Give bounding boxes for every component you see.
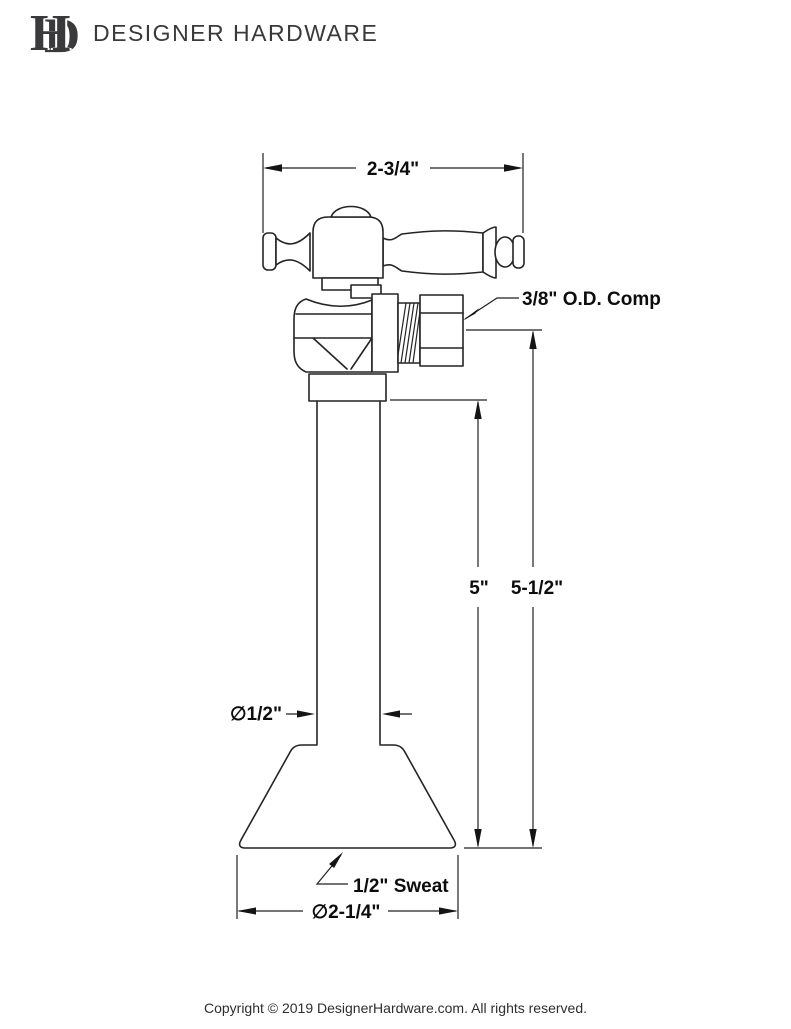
dimension-lines-handle-width <box>262 153 524 233</box>
dimension-lines-5in <box>390 399 487 846</box>
label-handle-width: 2-3/4" <box>367 159 419 180</box>
leader-arrowhead-icon <box>462 308 479 321</box>
label-overall-height: 5-1/2" <box>511 578 563 599</box>
leader-line-outlet <box>464 297 519 320</box>
compression-nut-facets <box>419 312 464 349</box>
label-height-to-shoulder: 5" <box>469 578 489 599</box>
thread-hatching <box>397 302 421 364</box>
dimension-handle-width: 2-3/4" <box>262 153 524 233</box>
arrowhead-left-icon <box>237 907 256 915</box>
dimension-lines-5-5in <box>464 329 542 849</box>
arrowhead-left-icon <box>382 710 400 718</box>
outlet-flange <box>371 293 399 373</box>
arrowhead-up-icon <box>529 330 537 349</box>
floor-flange <box>238 744 457 849</box>
label-outlet-type: 3/8" O.D. Comp <box>522 289 661 310</box>
dimension-overall-height: 5-1/2" <box>464 329 563 849</box>
compression-nut <box>419 294 464 367</box>
pipe-walls <box>316 400 381 745</box>
label-pipe-diameter: ∅1/2" <box>230 704 282 725</box>
dimension-pipe-diameter: ∅1/2" <box>230 704 412 725</box>
valve-handle <box>262 205 525 279</box>
monogram-letter-h: H <box>30 5 71 62</box>
dimension-height-to-shoulder: 5" <box>390 399 489 848</box>
brand-name: DESIGNER HARDWARE <box>93 20 379 46</box>
page-header: D H DESIGNER HARDWARE <box>0 0 791 70</box>
handle-right-ridge <box>482 226 497 279</box>
handle-hub <box>312 216 384 279</box>
valve-body-detail-lines <box>293 313 373 370</box>
callout-inlet: 1/2" Sweat <box>315 852 449 897</box>
valve-body-outline <box>293 298 373 373</box>
arrowhead-down-icon <box>529 829 537 848</box>
leader-arrowhead-icon <box>329 852 343 868</box>
copyright-notice: Copyright © 2019 DesignerHardware.com. A… <box>203 1000 588 1016</box>
handle-right-end-disc <box>512 235 525 269</box>
label-inlet-type: 1/2" Sweat <box>353 876 449 897</box>
callout-outlet: 3/8" O.D. Comp <box>462 289 661 321</box>
body-lower-band <box>308 373 387 402</box>
handle-right-arm <box>382 230 484 275</box>
arrowhead-down-icon <box>474 829 482 848</box>
dimension-flange-diameter: ∅2-1/4" <box>236 855 459 923</box>
handle-left-end-disc <box>262 232 277 271</box>
arrowhead-right-icon <box>297 710 315 718</box>
label-flange-diameter: ∅2-1/4" <box>312 902 381 923</box>
handle-left-neck <box>275 232 311 272</box>
supply-pipe <box>316 400 381 745</box>
flange-outline <box>238 744 457 849</box>
monogram-letter-d: D <box>44 7 81 63</box>
arrowhead-right-icon <box>439 907 458 915</box>
handle-top-dome <box>330 205 372 218</box>
dimension-lines-flange-diameter <box>236 855 459 919</box>
valve-body <box>293 293 464 402</box>
brand-logo-monogram: D H <box>28 8 94 62</box>
arrowhead-up-icon <box>474 400 482 419</box>
arrowhead-right-icon <box>504 164 523 172</box>
leader-line-inlet <box>315 854 348 885</box>
arrowhead-left-icon <box>263 164 282 172</box>
handle-right-bulb <box>494 236 516 268</box>
